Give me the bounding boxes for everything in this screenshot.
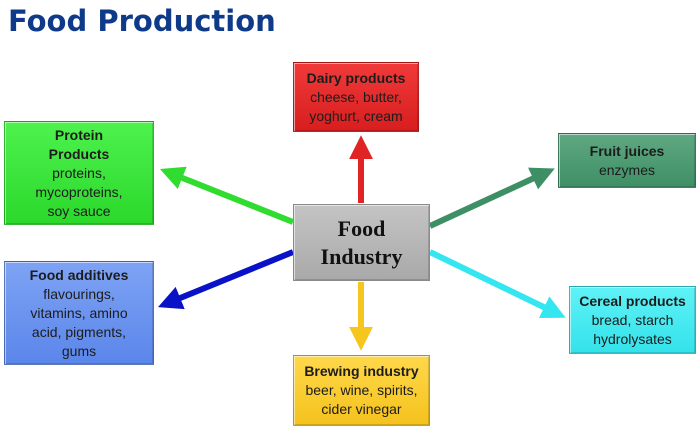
protein-body-line-2: mycoproteins, bbox=[35, 183, 123, 200]
dairy-products-node: Dairy products cheese, butter, yoghurt, … bbox=[293, 62, 419, 132]
cereal-body-line-1: bread, starch bbox=[591, 311, 674, 328]
dairy-heading: Dairy products bbox=[306, 69, 406, 86]
dairy-body-line-1: cheese, butter, bbox=[310, 88, 402, 105]
cereal-body-line-2: hydrolysates bbox=[593, 330, 672, 347]
arrow-to-cereal bbox=[428, 249, 566, 319]
arrow-to-protein bbox=[159, 166, 295, 225]
fruit-juices-node: Fruit juices enzymes bbox=[558, 133, 696, 188]
center-line-1: Food bbox=[337, 215, 386, 241]
brewing-body-line-1: beer, wine, spirits, bbox=[305, 382, 418, 398]
additives-body-line-2: vitamins, amino bbox=[30, 304, 128, 321]
protein-products-node: Protein Products proteins, mycoproteins,… bbox=[4, 121, 154, 225]
additives-heading: Food additives bbox=[29, 266, 129, 283]
protein-heading-line-2: Products bbox=[48, 145, 110, 162]
cereal-products-node: Cereal products bread, starch hydrolysat… bbox=[569, 286, 696, 354]
protein-heading-line-1: Protein bbox=[54, 126, 104, 143]
protein-body-line-3: soy sauce bbox=[47, 202, 111, 219]
fruit-body-line-1: enzymes bbox=[598, 161, 656, 178]
fruit-heading: Fruit juices bbox=[589, 142, 665, 159]
brewing-body-line-2: cider vinegar bbox=[321, 401, 402, 417]
arrow-to-additives bbox=[158, 249, 295, 310]
center-line-2: Industry bbox=[320, 243, 403, 269]
cereal-heading: Cereal products bbox=[579, 292, 686, 309]
protein-body-line-1: proteins, bbox=[52, 164, 106, 181]
page-title: Food Production bbox=[8, 4, 276, 38]
food-additives-node: Food additives flavourings, vitamins, am… bbox=[4, 261, 154, 365]
additives-body-line-3: acid, pigments, bbox=[31, 323, 127, 340]
arrow-to-fruit bbox=[428, 167, 555, 229]
additives-body-line-1: flavourings, bbox=[43, 285, 115, 302]
food-industry-node: Food Industry bbox=[293, 204, 430, 281]
brewing-heading: Brewing industry bbox=[304, 363, 419, 379]
dairy-body-line-2: yoghurt, cream bbox=[309, 107, 403, 124]
brewing-industry-node: Brewing industry beer, wine, spirits, ci… bbox=[293, 355, 430, 426]
additives-body-line-4: gums bbox=[61, 342, 97, 359]
